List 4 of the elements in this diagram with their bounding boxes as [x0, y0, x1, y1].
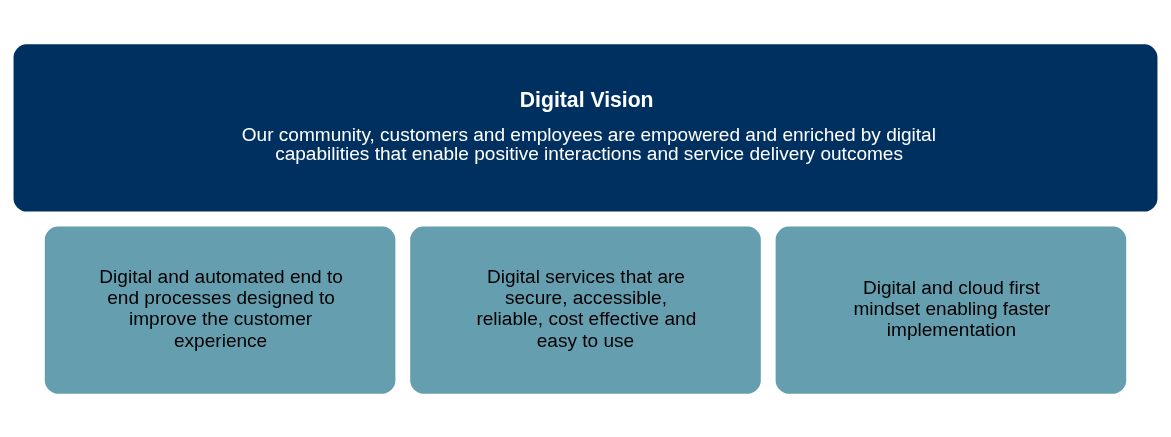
- node-box: Digital and automated end to end processes designed to improve the customer experience: [44, 225, 396, 394]
- node-box: Digital and cloud first mindset enabling faster implementation: [775, 225, 1127, 394]
- node-box: Digital Vision Our community, customers and employees are empowered and enriched by digital capabilities that enable positive interactions and service delivery outcomes: [13, 43, 1158, 212]
- node-box: Digital services that are secure, accessible, reliable, cost effective and easy to use: [410, 225, 761, 394]
